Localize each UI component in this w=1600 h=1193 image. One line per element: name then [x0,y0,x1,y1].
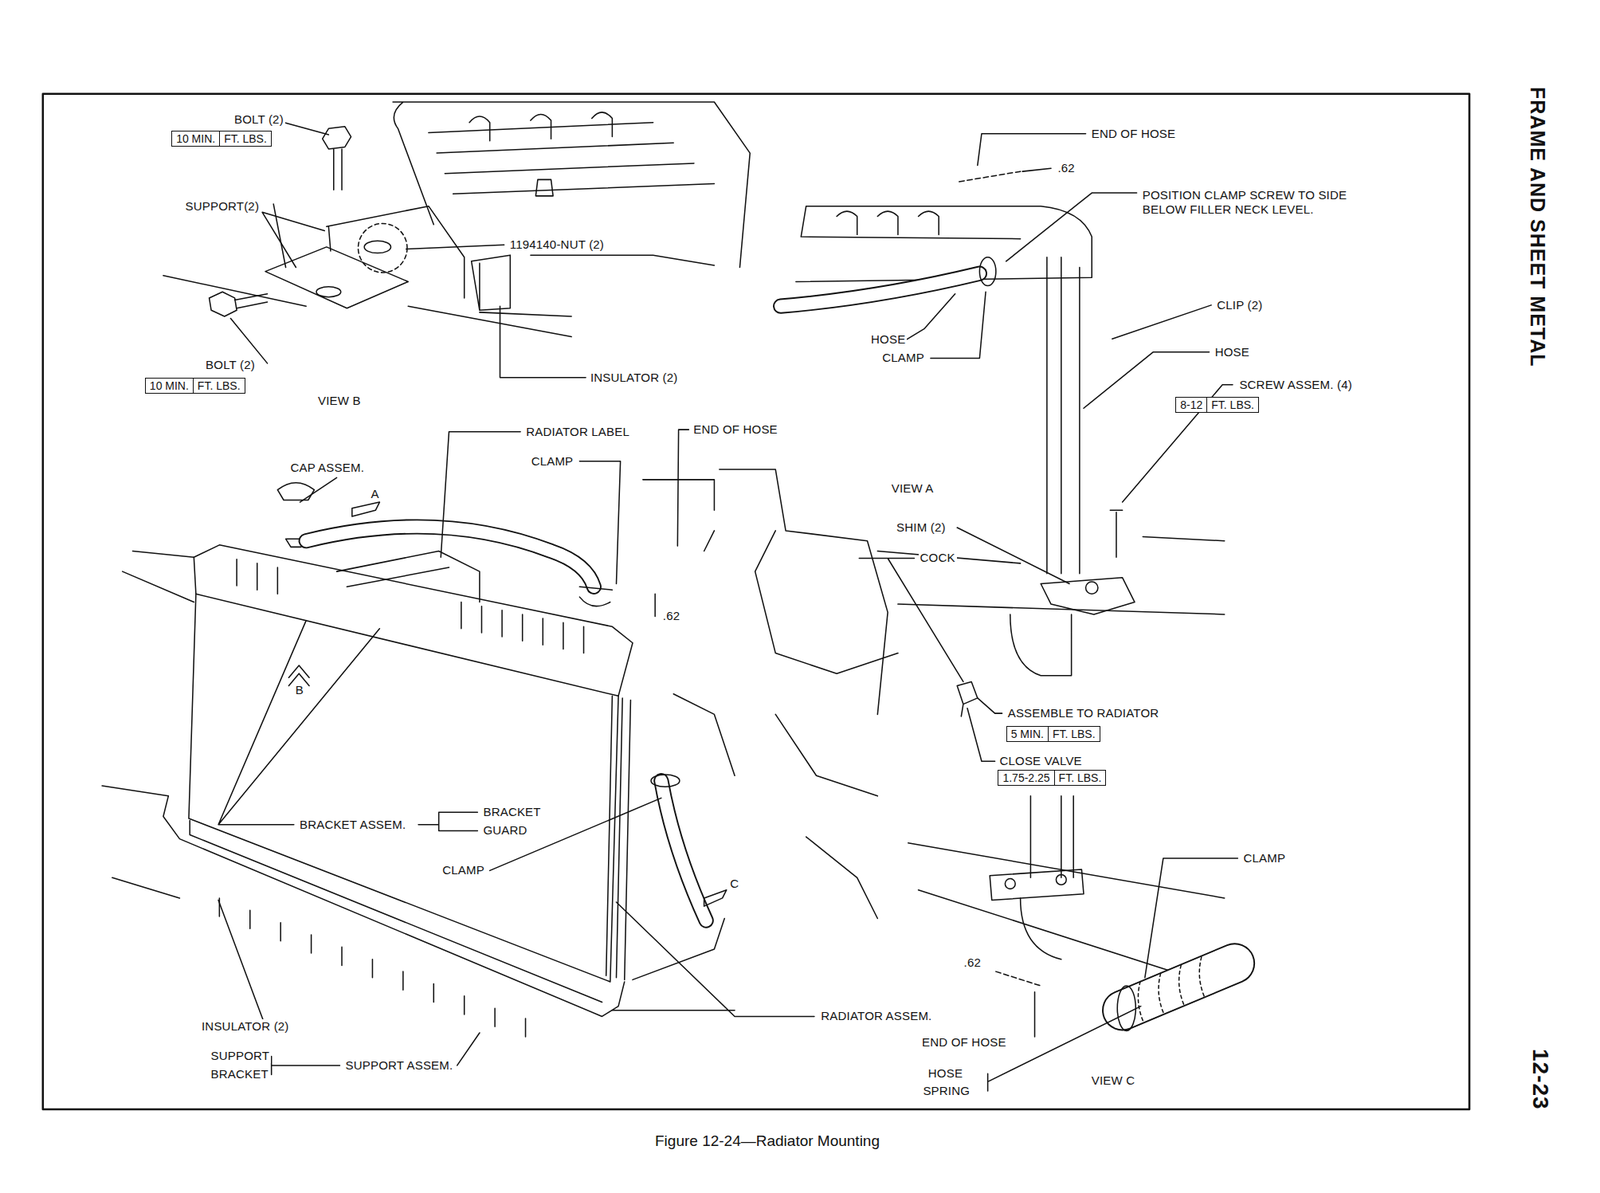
torque-value: 10 MIN. [145,378,194,393]
callout-label: CAP ASSEM. [288,460,366,475]
callout-label: SPRING [921,1083,972,1099]
callout-label: END OF HOSE [691,422,780,437]
torque-value: FT. LBS. [193,378,245,393]
torque-value: 1.75-2.25 [998,770,1055,785]
callout-label: BOLT (2) [203,357,257,373]
callout-label: POSITION CLAMP SCREW TO SIDE BELOW FILLE… [1141,188,1384,217]
callout-label: END OF HOSE [1090,126,1178,142]
callout-label: VIEW C [1090,1073,1138,1088]
callout-label: BRACKET [209,1066,271,1082]
callout-label: C [728,876,741,891]
callout-label: SUPPORT(2) [184,199,262,214]
callout-label: CLAMP [440,862,487,878]
callout-label: SUPPORT ASSEM. [344,1058,455,1073]
torque-value: 10 MIN. [172,131,220,146]
callout-label: RADIATOR LABEL [524,424,632,440]
callout-label: .62 [661,608,682,624]
callout-label: 1194140-NUT (2) [508,237,606,252]
page-header: 12-23 [1527,1048,1553,1110]
callout-label: GUARD [481,823,529,838]
callout-label: SHIM (2) [894,520,948,535]
torque-box: 1.75-2.25FT. LBS. [997,769,1106,786]
callout-label: INSULATOR (2) [588,370,680,385]
callout-label: COCK [918,550,957,565]
callout-label: HOSE [1213,345,1251,360]
torque-box: 5 MIN.FT. LBS. [1006,725,1101,742]
callout-label: HOSE [869,332,907,347]
callout-label: VIEW B [316,393,363,408]
callout-label: RADIATOR ASSEM. [819,1008,934,1024]
callout-label: .62 [962,955,983,970]
torque-box: 10 MIN.FT. LBS. [145,377,246,394]
callout-label: CLAMP [880,350,926,365]
torque-box: 10 MIN.FT. LBS. [171,130,272,147]
callout-label: SCREW ASSEM. (4) [1237,377,1354,393]
torque-box: 8-12FT. LBS. [1175,396,1259,413]
callout-label: .62 [1055,160,1076,176]
callout-label: CLOSE VALVE [997,753,1083,769]
torque-value: FT. LBS. [1054,770,1106,785]
callout-label: BOLT (2) [232,112,286,127]
torque-value: FT. LBS. [1048,726,1100,742]
callout-label: SUPPORT [209,1048,272,1063]
callout-label: CLIP (2) [1215,298,1264,313]
callout-label: BRACKET [481,804,542,820]
torque-value: FT. LBS. [1207,397,1259,412]
callout-label: HOSE [926,1066,965,1081]
callout-label: CLAMP [529,454,576,469]
callout-label: CLAMP [1242,850,1288,866]
torque-value: 5 MIN. [1007,726,1049,742]
callout-label: A [369,486,381,502]
figure-caption: Figure 12-24—Radiator Mounting [654,1132,880,1150]
callout-label: B [294,682,306,698]
page-header: FRAME AND SHEET METAL [1525,86,1550,368]
callout-label: BRACKET ASSEM. [298,817,408,832]
callout-label: VIEW A [890,481,936,496]
callout-label: END OF HOSE [920,1035,1008,1050]
callout-label: ASSEMBLE TO RADIATOR [1006,705,1161,721]
torque-value: 8-12 [1176,397,1208,412]
callout-label: INSULATOR (2) [200,1019,291,1034]
torque-value: FT. LBS. [219,131,271,146]
